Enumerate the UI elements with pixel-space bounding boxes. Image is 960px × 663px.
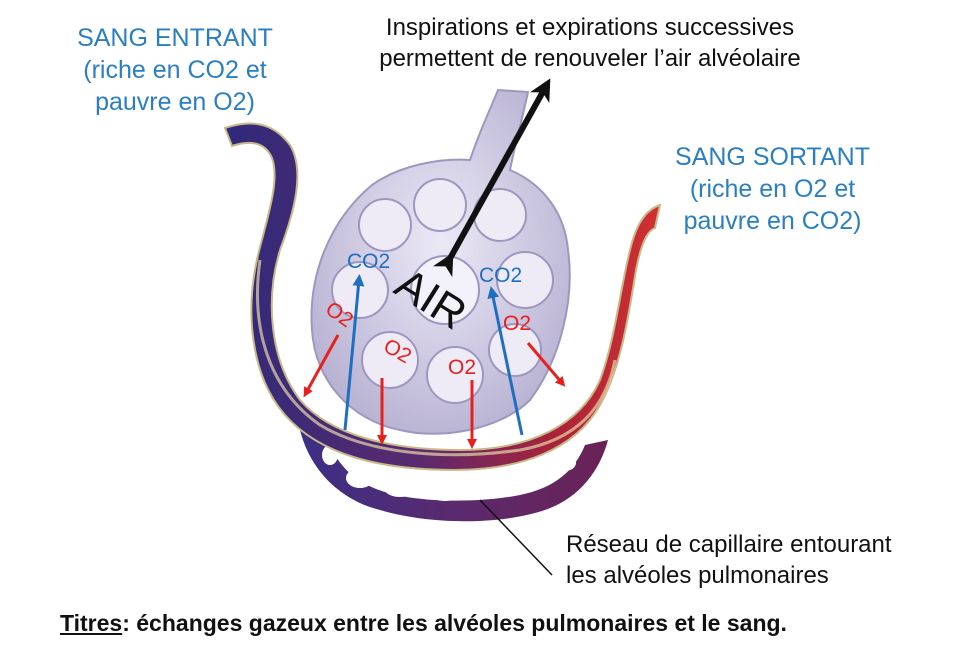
co2-label: CO2 (479, 264, 522, 287)
figure-caption: Titres: échanges gazeux entre les alvéol… (60, 610, 787, 637)
network-pointer-line (479, 499, 553, 576)
breathing-label: Inspirations et expirations successives … (340, 12, 840, 74)
co2-label: CO2 (347, 250, 390, 273)
co2-arrow (343, 274, 365, 431)
capillary-network-label: Réseau de capillaire entourant les alvéo… (566, 529, 946, 591)
incoming-blood-line: pauvre en O2) (95, 88, 255, 116)
o2-arrow (303, 334, 340, 398)
network-line: Réseau de capillaire entourant (566, 531, 892, 558)
capillary-network (300, 430, 608, 522)
blood-vessel (223, 122, 662, 472)
outgoing-blood-line: pauvre en CO2) (683, 207, 862, 235)
caption-text: : échanges gazeux entre les alvéoles pul… (122, 610, 787, 636)
incoming-blood-line: (riche en CO2 et (83, 56, 267, 84)
caption-prefix: Titres (60, 610, 123, 636)
breathing-line: permettent de renouveler l’air alvéolair… (379, 45, 801, 72)
o2-label: O2 (503, 312, 531, 335)
o2-arrow (526, 342, 566, 387)
incoming-blood-label: SANG ENTRANT (riche en CO2 et pauvre en … (60, 22, 290, 118)
co2-arrow (487, 286, 524, 436)
breathing-line: Inspirations et expirations successives (385, 14, 795, 41)
outgoing-blood-title: SANG SORTANT (675, 143, 870, 171)
network-line: les alvéoles pulmonaires (566, 562, 829, 589)
outgoing-blood-line: (riche en O2 et (689, 175, 856, 203)
outgoing-blood-label: SANG SORTANT (riche en O2 et pauvre en C… (655, 141, 890, 237)
incoming-blood-title: SANG ENTRANT (77, 24, 273, 52)
o2-label: O2 (448, 356, 476, 379)
breathing-arrow (433, 78, 551, 277)
